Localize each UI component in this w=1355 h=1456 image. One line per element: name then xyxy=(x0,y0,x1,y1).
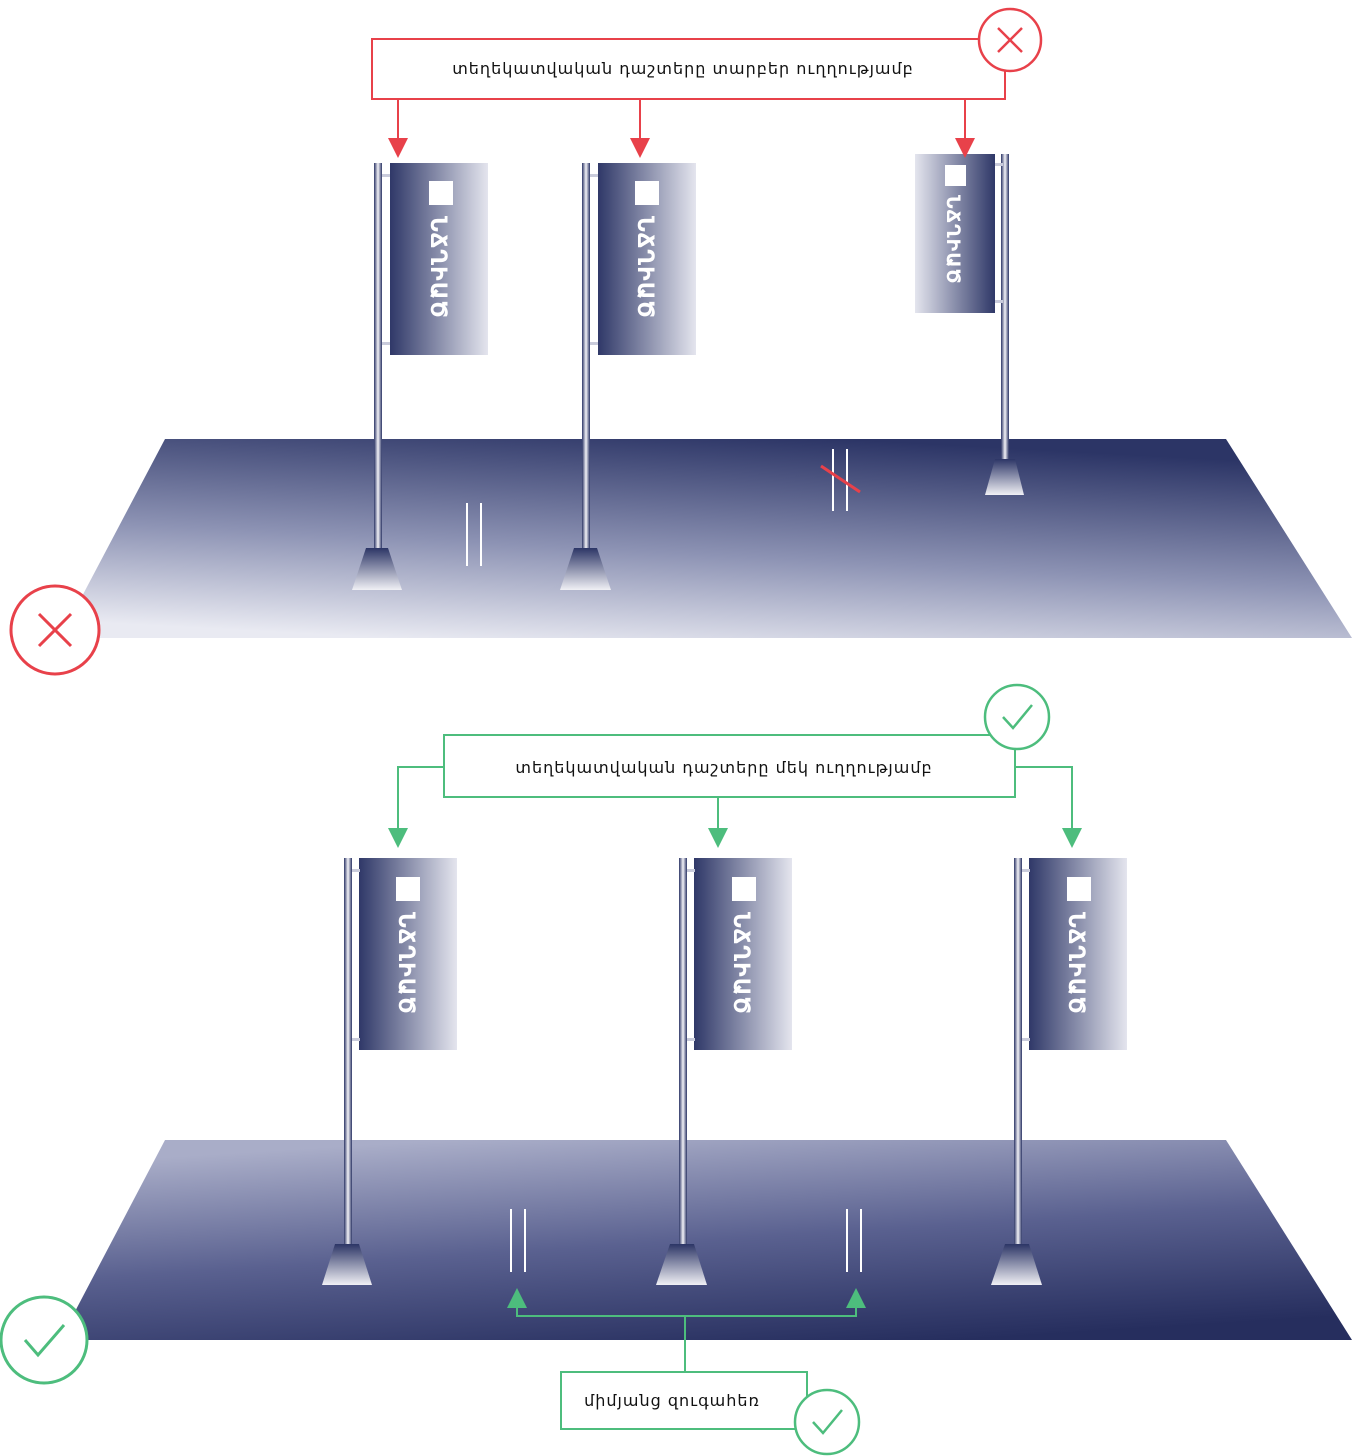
flag-stand: ՆՃՂԻԱԾ xyxy=(352,163,488,590)
flag-pole xyxy=(1014,858,1022,1248)
spacing-mark xyxy=(846,1209,862,1272)
flag-stand: ՆՃՂԻԱԾ xyxy=(991,858,1127,1285)
cross-icon xyxy=(9,584,101,676)
spacing-callout-text: միմյանց զուգահեռ xyxy=(584,1391,760,1410)
callout-arrows xyxy=(388,766,1082,848)
ground-plane xyxy=(60,1140,1352,1340)
flag-base xyxy=(352,548,402,590)
flag-pole xyxy=(1001,154,1009,459)
check-icon xyxy=(983,683,1051,751)
flag-stand: ՆՃՂԻԱԾ xyxy=(322,858,457,1285)
spacing-mark xyxy=(510,1209,526,1272)
flag-pole xyxy=(679,858,687,1248)
flag-text: ՆՃՂԻԱԾ xyxy=(393,912,418,1015)
flag-base xyxy=(656,1244,707,1285)
callout-text: տեղեկատվական դաշտերը մեկ ուղղությամբ xyxy=(515,758,932,777)
flag-logo-square xyxy=(1067,877,1091,901)
spacing-callout-arrows xyxy=(507,1288,866,1372)
callout-box xyxy=(443,734,1016,798)
spacing-callout-box xyxy=(560,1371,808,1430)
flag-text: ՆՃՂԻԱԾ xyxy=(728,912,753,1015)
callout-text: տեղեկատվական դաշտերը տարբեր ուղղությամբ xyxy=(452,59,914,78)
wrong-example: ՆՃՂԻԱԾ ՆՃՂԻԱԾ ՆՃՂԻԱԾ xyxy=(9,7,1352,676)
flag-text: ՆՃՂԻԱԾ xyxy=(425,216,450,319)
flag-base xyxy=(560,548,611,590)
flag-pole xyxy=(582,163,590,553)
flag-logo-square xyxy=(635,181,659,205)
check-icon xyxy=(0,1295,89,1385)
flag-stand: ՆՃՂԻԱԾ xyxy=(560,163,696,590)
flag-text: ՆՃՂԻԱԾ xyxy=(942,195,964,285)
flag-text: ՆՃՂԻԱԾ xyxy=(1063,912,1088,1015)
flag-stand: ՆՃՂԻԱԾ xyxy=(915,154,1024,495)
ground-plane xyxy=(60,439,1352,638)
spacing-mark-crossed xyxy=(820,449,861,511)
flag-logo-square xyxy=(396,877,420,901)
check-icon xyxy=(793,1388,861,1456)
flag-text: ՆՃՂԻԱԾ xyxy=(632,216,657,319)
spacing-mark xyxy=(466,503,482,566)
flag-base xyxy=(985,459,1024,495)
flag-pole xyxy=(344,858,352,1248)
callout-arrows xyxy=(388,99,975,158)
flag-logo-square xyxy=(732,877,756,901)
flag-logo-square xyxy=(945,165,966,186)
flag-base xyxy=(322,1244,372,1285)
flag-pole xyxy=(374,163,382,553)
correct-example: ՆՃՂԻԱԾ ՆՃՂԻԱԾ ՆՃՂԻԱԾ xyxy=(0,683,1352,1456)
cross-icon xyxy=(977,7,1043,73)
flag-base xyxy=(991,1244,1042,1285)
flag-stand: ՆՃՂԻԱԾ xyxy=(656,858,792,1285)
flag-logo-square xyxy=(429,181,453,205)
